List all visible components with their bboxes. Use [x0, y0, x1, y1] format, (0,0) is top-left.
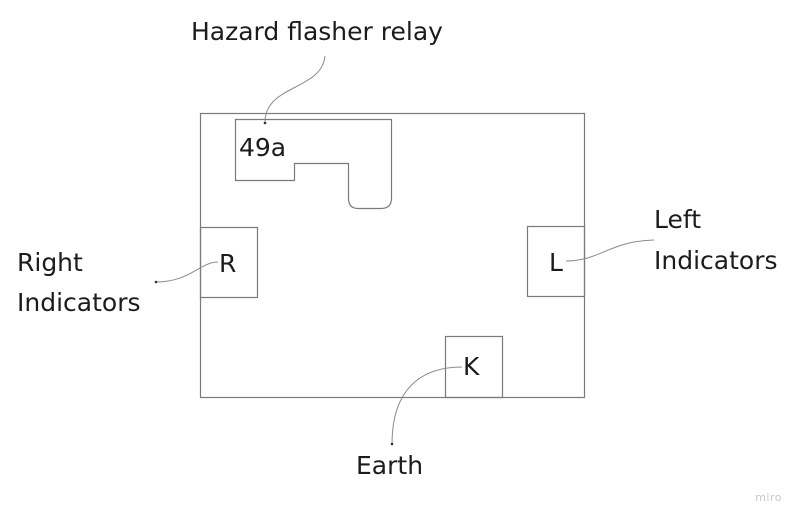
pin-l-label: L [549, 248, 563, 277]
connector-title-49a-dot [263, 121, 267, 125]
connector-k-earth-dot [390, 442, 394, 446]
pin-k-label: K [463, 352, 480, 381]
connector-k-earth [391, 366, 463, 445]
pin-r-outline [199, 226, 259, 299]
right-indicators-line1: Right [17, 248, 83, 277]
title-label: Hazard flasher relay [191, 17, 443, 46]
pin-49a-label: 49a [239, 133, 287, 162]
miro-watermark: miro [755, 491, 782, 504]
connector-r-right-dot [154, 280, 158, 284]
connector-title-49a [264, 55, 326, 123]
pin-l-outline [526, 225, 586, 298]
left-indicators-line1: Left [654, 205, 702, 234]
connector-l-left [565, 239, 655, 262]
pin-49a-outline [234, 118, 393, 210]
pin-k-outline [444, 335, 504, 399]
right-indicators-line2: Indicators [17, 288, 141, 317]
earth-label: Earth [356, 451, 424, 480]
connector-r-right [155, 261, 219, 283]
left-indicators-line2: Indicators [654, 246, 778, 275]
pin-r-label: R [219, 249, 237, 278]
